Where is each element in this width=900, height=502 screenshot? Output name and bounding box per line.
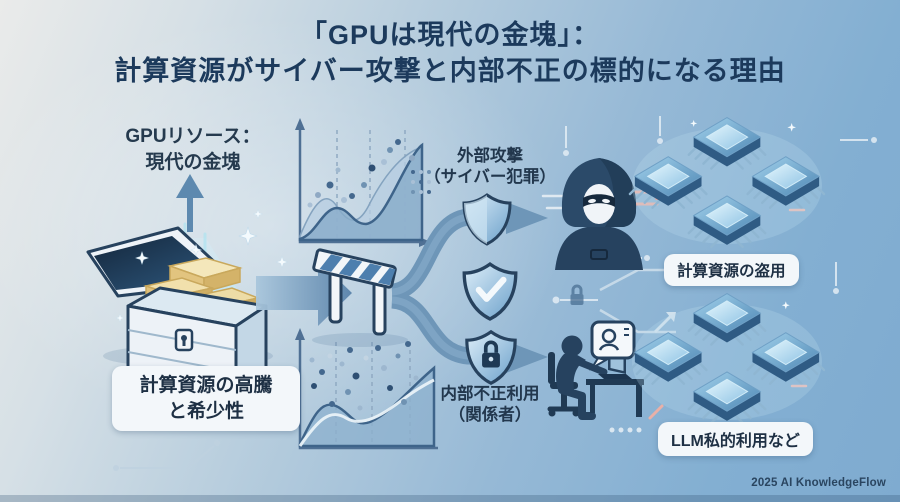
title-line-1: 「GPUは現代の金塊」： [299, 20, 600, 50]
internal-arrowhead-icon [506, 341, 548, 373]
small-lock-icon [570, 284, 584, 305]
label-internal-misuse: 内部不正利用 （関係者） [440, 385, 540, 425]
flow-arrow-icon [256, 260, 352, 326]
label-external-attack: 外部攻撃 （サイバー犯罪） [424, 147, 556, 187]
shield-check-icon [462, 262, 518, 321]
alert-accent-icon [648, 208, 808, 420]
growth-chart-bottom-icon [295, 328, 438, 450]
growth-chart-top-icon [295, 118, 431, 247]
road-fork-icon [390, 208, 506, 365]
up-arrow-icon [176, 174, 204, 198]
bottom-edge [0, 495, 900, 502]
label-llm-private-use-box: LLM私的利用など [658, 422, 813, 456]
label-resource-theft-box: 計算資源の盗用 [664, 254, 799, 286]
label-gpu-resource: GPUリソース： 現代の金塊 [125, 126, 261, 173]
insider-icon [547, 320, 644, 420]
title-line-2: 計算資源がサイバー攻撃と内部不正の標的になる理由 [114, 55, 786, 86]
barricade-icon [312, 248, 408, 347]
label-scarcity-box: 計算資源の高騰 と希少性 [112, 366, 300, 432]
external-arrowhead-icon [506, 202, 548, 234]
shield-lock-icon [465, 330, 517, 385]
page-title: 「GPUは現代の金塊」： 計算資源がサイバー攻撃と内部不正の標的になる理由 [0, 18, 900, 89]
shield-icon [462, 193, 512, 246]
footer-credit: 2025 AI KnowledgeFlow [751, 477, 886, 489]
chat-bubble-icon [589, 320, 636, 371]
